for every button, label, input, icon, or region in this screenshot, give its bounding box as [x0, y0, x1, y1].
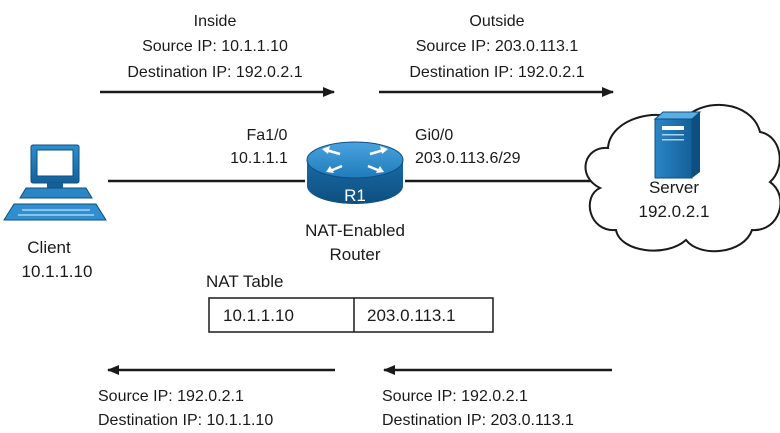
outside-interface-ip: 203.0.113.6/29 — [415, 150, 521, 167]
outside-packet-label: Outside Source IP: 203.0.113.1 Destinati… — [409, 13, 584, 81]
server-icon — [653, 111, 702, 179]
router-name: R1 — [344, 186, 366, 205]
outside-interface: Gi0/0 — [415, 127, 453, 144]
client-ip: 10.1.1.10 — [22, 262, 93, 281]
server-ip: 192.0.2.1 — [639, 202, 710, 221]
nat-table: 10.1.1.10 203.0.113.1 — [208, 297, 494, 333]
inside-interface-ip: 10.1.1.1 — [230, 150, 288, 167]
router-icon: R1 — [306, 141, 404, 205]
client-computer-icon — [3, 144, 107, 221]
router-description-line2: Router — [329, 245, 380, 264]
outside-destination-ip: Destination IP: 192.0.2.1 — [409, 64, 584, 81]
outside-return-destination-ip: Destination IP: 203.0.113.1 — [382, 412, 574, 429]
outside-return-label: Source IP: 192.0.2.1 Destination IP: 203… — [382, 388, 574, 429]
router-description-line1: NAT-Enabled — [305, 221, 405, 240]
inside-destination-ip: Destination IP: 192.0.2.1 — [127, 64, 302, 81]
inside-return-source-ip: Source IP: 192.0.2.1 — [98, 388, 244, 405]
nat-table-frame — [208, 297, 494, 333]
outside-return-source-ip: Source IP: 192.0.2.1 — [382, 388, 528, 405]
nat-table-outside-cell: 203.0.113.1 — [367, 306, 456, 325]
inside-title: Inside — [194, 13, 237, 30]
nat-table-title: NAT Table — [206, 272, 284, 291]
inside-packet-label: Inside Source IP: 10.1.1.10 Destination … — [127, 13, 302, 81]
inside-source-ip: Source IP: 10.1.1.10 — [142, 38, 288, 55]
inside-interface: Fa1/0 — [247, 127, 288, 144]
server-label: Server — [649, 178, 699, 197]
inside-return-label: Source IP: 192.0.2.1 Destination IP: 10.… — [98, 388, 273, 429]
inside-return-destination-ip: Destination IP: 10.1.1.10 — [98, 412, 273, 429]
client-label: Client — [27, 238, 71, 257]
outside-source-ip: Source IP: 203.0.113.1 — [416, 38, 579, 55]
nat-table-inside-cell: 10.1.1.10 — [223, 306, 294, 325]
outside-title: Outside — [469, 13, 524, 30]
